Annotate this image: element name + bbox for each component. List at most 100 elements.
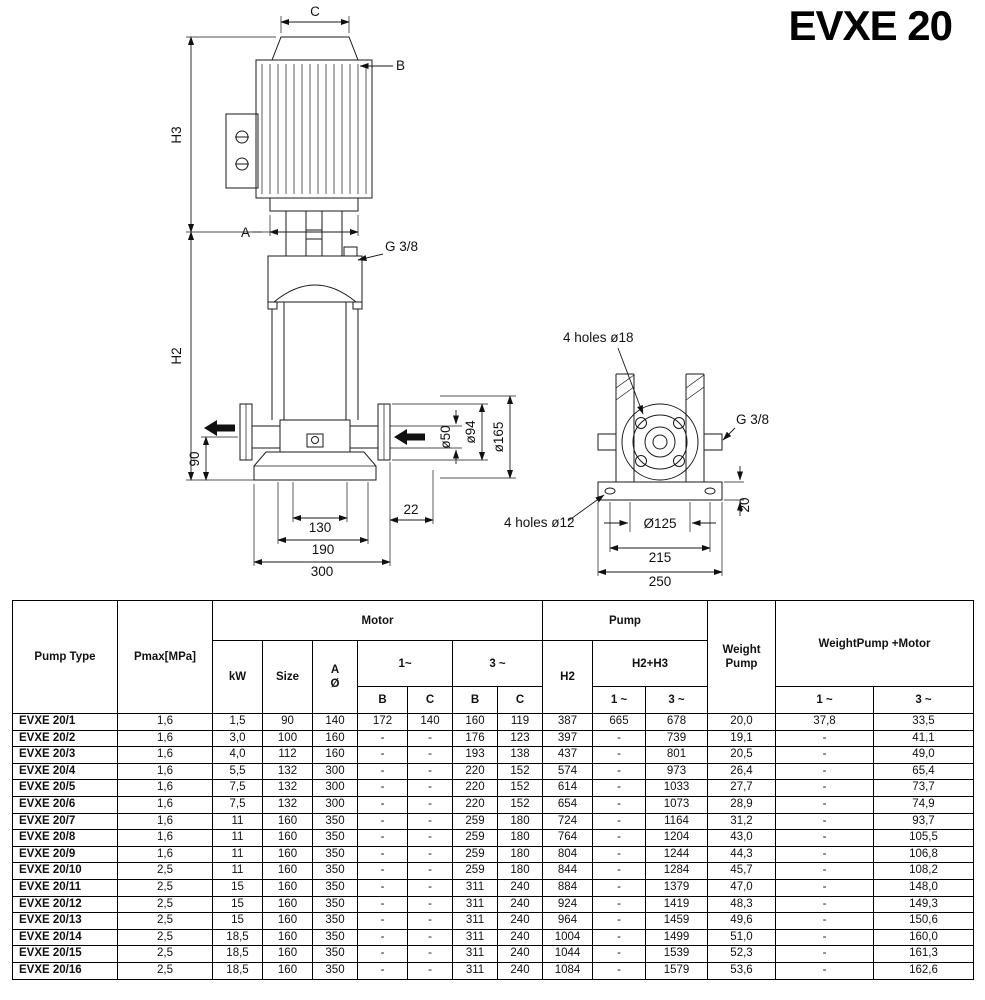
header-pump-type: Pump Type — [12, 600, 118, 714]
value-cell: - — [407, 845, 453, 864]
value-cell: - — [775, 945, 874, 963]
value-cell: 1004 — [542, 928, 593, 947]
value-cell: 764 — [542, 829, 593, 847]
header-h2: H2 — [542, 640, 593, 714]
value-cell: 44,3 — [707, 845, 776, 864]
pump-type-cell: EVXE 20/16 — [12, 961, 118, 980]
value-cell: 1379 — [645, 878, 708, 897]
header-weight-3ph: 3 ~ — [873, 686, 974, 714]
value-cell: 350 — [312, 912, 358, 930]
value-cell: 350 — [312, 812, 358, 831]
value-cell: 964 — [542, 912, 593, 930]
dim-o165-label: ø165 — [491, 422, 506, 453]
value-cell: 614 — [542, 779, 593, 797]
pump-type-cell: EVXE 20/4 — [12, 762, 118, 781]
value-cell: - — [592, 895, 646, 914]
value-cell: 1,6 — [117, 713, 213, 731]
value-cell: - — [775, 812, 874, 831]
side-view-dimensions: C B H3 A G 3/8 H2 90 — [169, 4, 516, 579]
value-cell: 148,0 — [873, 878, 974, 897]
value-cell: - — [592, 945, 646, 963]
header-h2h3-1ph: 1 ~ — [592, 686, 646, 714]
value-cell: 240 — [497, 961, 543, 980]
value-cell: 574 — [542, 762, 593, 781]
value-cell: 1244 — [645, 845, 708, 864]
value-cell: 259 — [452, 845, 498, 864]
holes-12-label: 4 holes ø12 — [504, 515, 575, 530]
value-cell: 350 — [312, 845, 358, 864]
pump-type-cell: EVXE 20/11 — [12, 878, 118, 897]
dim-190-label: 190 — [312, 542, 335, 557]
value-cell: 160 — [262, 912, 313, 930]
value-cell: 140 — [407, 713, 453, 731]
value-cell: 678 — [645, 713, 708, 731]
value-cell: - — [407, 795, 453, 814]
value-cell: 5,5 — [212, 762, 263, 781]
value-cell: 132 — [262, 779, 313, 797]
value-cell: 140 — [312, 713, 358, 731]
value-cell: - — [407, 912, 453, 930]
pump-type-cell: EVXE 20/1 — [12, 713, 118, 731]
value-cell: - — [407, 878, 453, 897]
value-cell: 11 — [212, 862, 263, 880]
value-cell: 1044 — [542, 945, 593, 963]
value-cell: 311 — [452, 928, 498, 947]
value-cell: 43,0 — [707, 829, 776, 847]
value-cell: 220 — [452, 779, 498, 797]
value-cell: 150,6 — [873, 912, 974, 930]
value-cell: 108,2 — [873, 862, 974, 880]
value-cell: 1499 — [645, 928, 708, 947]
value-cell: 41,1 — [873, 729, 974, 748]
header-b-3ph: B — [452, 686, 498, 714]
value-cell: 28,9 — [707, 795, 776, 814]
header-h2h3-3ph: 3 ~ — [645, 686, 708, 714]
value-cell: 160 — [312, 746, 358, 764]
value-cell: 37,8 — [775, 713, 874, 731]
dim-300-label: 300 — [311, 564, 334, 579]
value-cell: - — [357, 812, 408, 831]
value-cell: 1,6 — [117, 829, 213, 847]
value-cell: - — [775, 895, 874, 914]
value-cell: 300 — [312, 795, 358, 814]
header-diameter: Ø — [330, 678, 340, 690]
value-cell: 160 — [262, 945, 313, 963]
value-cell: 176 — [452, 729, 498, 748]
value-cell: 160 — [262, 961, 313, 980]
value-cell: 220 — [452, 795, 498, 814]
value-cell: - — [407, 961, 453, 980]
value-cell: - — [357, 912, 408, 930]
pump-type-cell: EVXE 20/2 — [12, 729, 118, 748]
value-cell: 160 — [262, 895, 313, 914]
value-cell: 1,6 — [117, 779, 213, 797]
value-cell: - — [407, 779, 453, 797]
front-view-dimensions: 4 holes ø18 G 3/8 4 holes ø12 Ø125 215 2… — [504, 330, 769, 589]
value-cell: 2,5 — [117, 878, 213, 897]
dim-22-label: 22 — [403, 502, 418, 517]
value-cell: - — [357, 729, 408, 748]
value-cell: 1,6 — [117, 729, 213, 748]
value-cell: 1,6 — [117, 812, 213, 831]
value-cell: 160 — [262, 878, 313, 897]
value-cell: 1164 — [645, 812, 708, 831]
value-cell: 90 — [262, 713, 313, 731]
value-cell: 2,5 — [117, 961, 213, 980]
header-a-diameter: A Ø — [312, 640, 358, 714]
dim-o50-label: ø50 — [438, 425, 453, 448]
value-cell: 350 — [312, 928, 358, 947]
pump-type-cell: EVXE 20/8 — [12, 829, 118, 847]
value-cell: 884 — [542, 878, 593, 897]
value-cell: - — [775, 729, 874, 748]
value-cell: 1284 — [645, 862, 708, 880]
value-cell: 724 — [542, 812, 593, 831]
value-cell: 311 — [452, 912, 498, 930]
pump-front-view — [597, 373, 723, 501]
value-cell: 1579 — [645, 961, 708, 980]
